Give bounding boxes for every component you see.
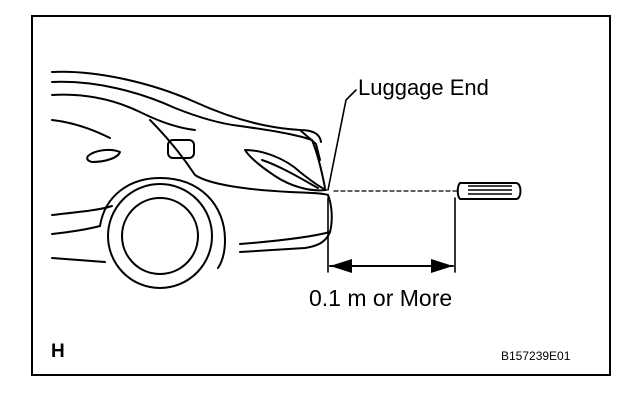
car-door-lower: [51, 205, 113, 216]
car-tail-light: [244, 149, 327, 192]
car-fuel-lid: [167, 139, 195, 159]
car-quarter-panel: [149, 119, 329, 196]
arrowhead-right: [431, 259, 453, 273]
view-letter: H: [51, 341, 65, 362]
distance-label: 0.1 m or More: [309, 285, 453, 311]
car-tail-light-inner: [261, 159, 319, 189]
car-wheel-arch: [99, 177, 226, 269]
car-body-lower: [51, 257, 106, 263]
figure-code: B157239E01: [501, 349, 571, 363]
car-tire: [107, 183, 213, 289]
car-body-side: [51, 225, 101, 235]
car-c-pillar: [51, 93, 196, 131]
figure-frame: [31, 15, 611, 376]
car-door-handle: [86, 148, 121, 163]
car-door-line: [51, 119, 111, 139]
car-rear-window-inner: [51, 80, 241, 127]
electronic-key-icon: [456, 182, 522, 200]
car-trunk-lid: [239, 125, 326, 189]
arrowhead-left: [330, 259, 352, 273]
car-bumper-lower: [239, 231, 331, 245]
car-wheel-rim: [121, 197, 199, 275]
car-spoiler-edge: [299, 129, 321, 161]
car-roofline: [51, 70, 322, 143]
luggage-end-label: Luggage End: [358, 75, 489, 100]
luggage-end-leader: [327, 89, 357, 191]
